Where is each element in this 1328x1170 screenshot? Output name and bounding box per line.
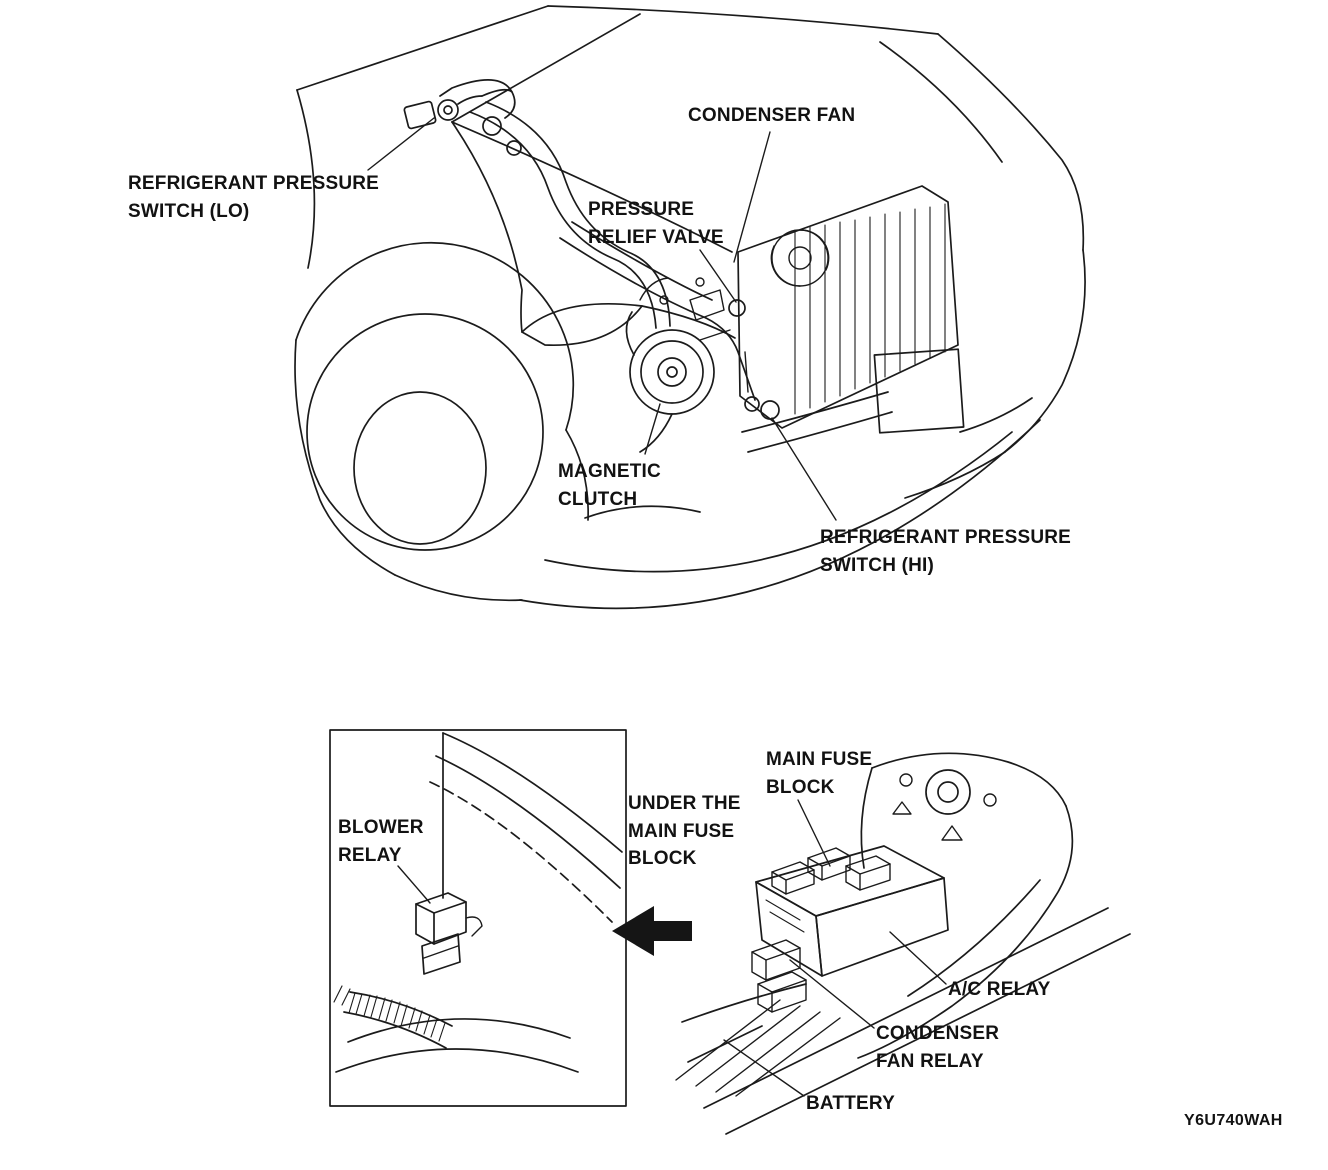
pressure-switch-lo-art xyxy=(403,79,522,156)
label-blower-relay: BLOWER RELAY xyxy=(338,817,424,866)
label-pressure-relief-valve: PRESSURE RELIEF VALVE xyxy=(588,199,724,248)
label-main-fuse-block: MAIN FUSE BLOCK xyxy=(766,749,873,798)
leader-lines xyxy=(367,117,947,1097)
car-left-fender xyxy=(296,89,733,333)
engine-bay-art xyxy=(687,752,1131,1135)
label-magnetic-clutch: MAGNETIC CLUTCH xyxy=(558,461,661,510)
main-fuse-block-art xyxy=(751,845,949,1013)
label-under-the-main-fuse-block: UNDER THE MAIN FUSE BLOCK xyxy=(628,793,741,870)
license-plate xyxy=(873,348,965,434)
car-hood-lines xyxy=(296,5,939,123)
condenser-fan-art xyxy=(737,185,959,429)
arrow-left xyxy=(612,906,692,956)
label-condenser-fan: CONDENSER FAN xyxy=(688,105,856,126)
label-refrigerant-pressure-switch-lo: REFRIGERANT PRESSURE SWITCH (LO) xyxy=(128,173,380,222)
front-wheel xyxy=(294,241,589,576)
car-body-right xyxy=(879,33,1086,499)
figure-code: Y6U740WAH xyxy=(1184,1112,1283,1129)
battery-art xyxy=(675,983,841,1097)
blower-relay-inset xyxy=(329,729,627,1107)
label-refrigerant-pressure-switch-hi: REFRIGERANT PRESSURE SWITCH (HI) xyxy=(820,527,1072,576)
pressure-switch-hi-art xyxy=(744,396,780,420)
label-ac-relay: A/C RELAY xyxy=(948,979,1051,1000)
pressure-relief-valve-art xyxy=(728,299,746,317)
refrigerant-lines xyxy=(469,101,756,401)
magnetic-clutch-art xyxy=(625,311,715,453)
label-battery: BATTERY xyxy=(806,1093,896,1114)
label-condenser-fan-relay: CONDENSER FAN RELAY xyxy=(876,1023,1000,1072)
